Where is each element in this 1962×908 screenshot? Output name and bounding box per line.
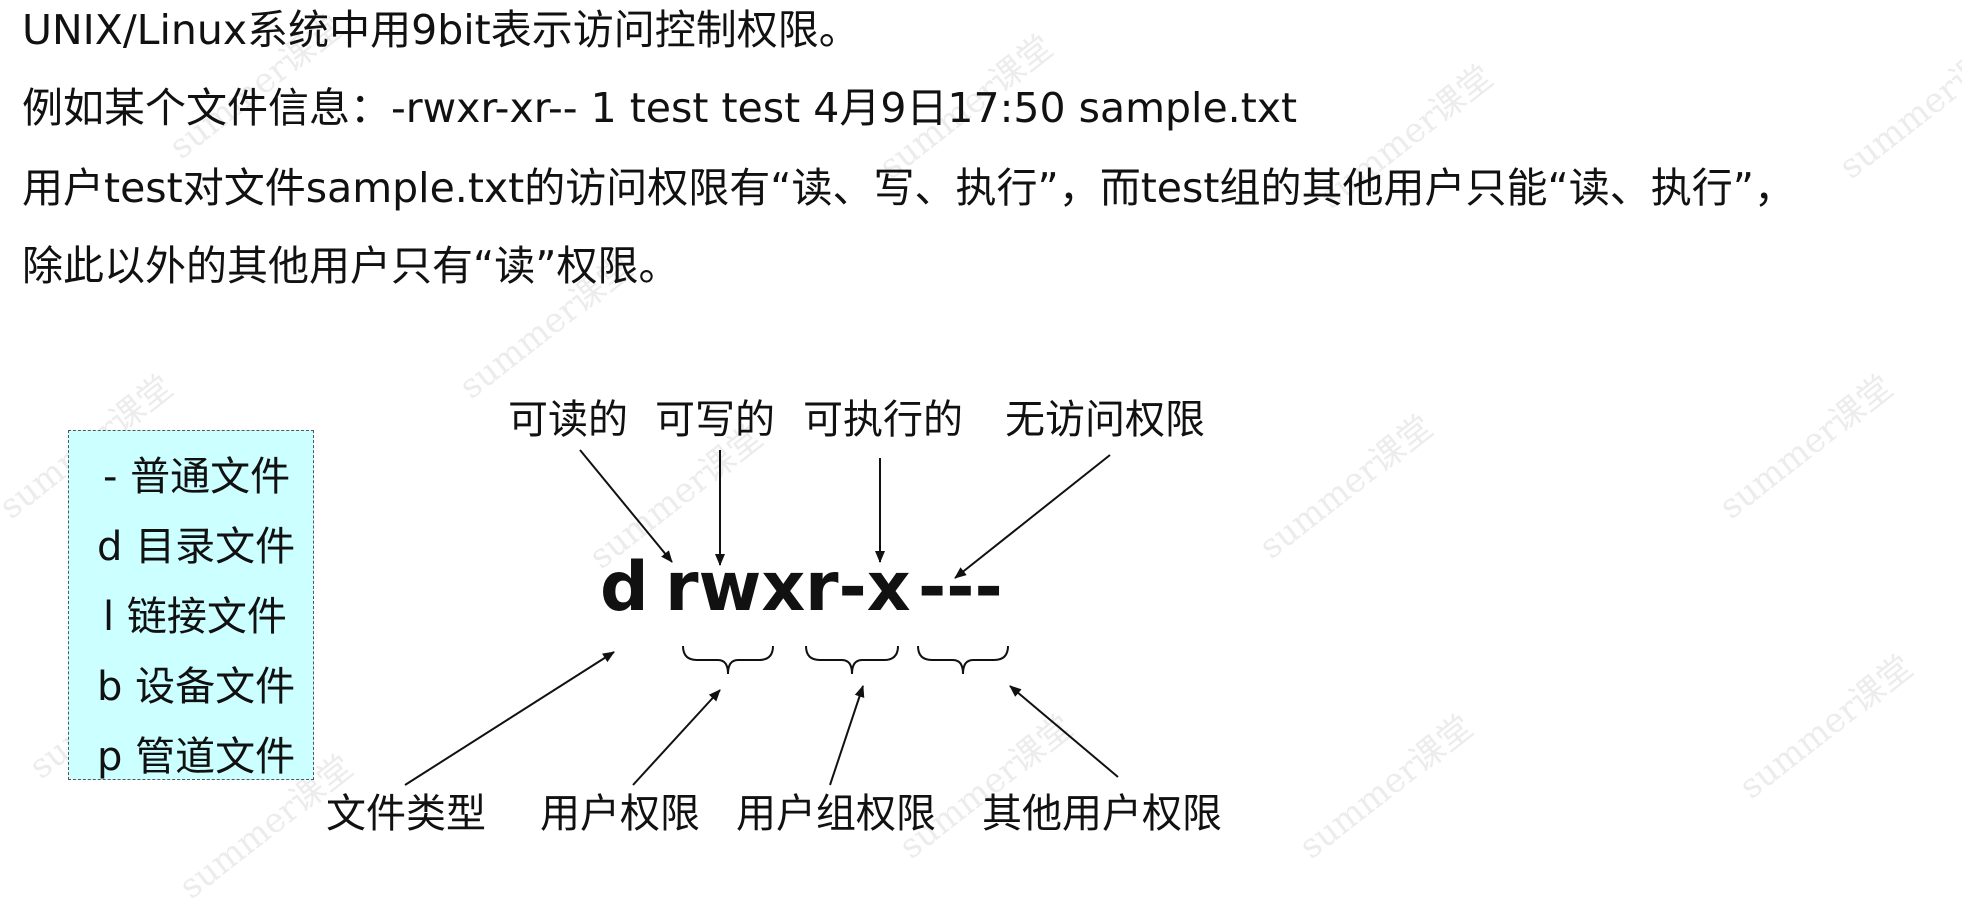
legend-item-directory: d 目录文件	[97, 524, 296, 570]
brace-other	[917, 645, 1009, 675]
perm-user: rwx	[665, 548, 806, 627]
brace-user	[682, 645, 774, 675]
legend-item-pipe: p 管道文件	[97, 734, 296, 780]
perm-file-type: d	[600, 548, 649, 627]
arrow-group-permission	[829, 685, 865, 786]
brace-group	[805, 645, 899, 675]
label-file-type: 文件类型	[326, 791, 486, 837]
intro-line-4: 除此以外的其他用户只有“读”权限。	[22, 242, 680, 290]
arrow-readable	[579, 449, 673, 563]
label-writable: 可写的	[655, 397, 775, 443]
legend-item-device: b 设备文件	[97, 664, 296, 710]
label-group-permission: 用户组权限	[736, 791, 936, 837]
arrow-no-access	[954, 454, 1111, 579]
label-other-permission: 其他用户权限	[982, 791, 1222, 837]
legend-item-regular: - 普通文件	[103, 454, 291, 500]
perm-other: ---	[918, 548, 1003, 627]
annotation-arrows	[404, 449, 1119, 786]
label-user-permission: 用户权限	[540, 791, 700, 837]
file-type-legend: - 普通文件 d 目录文件 l 链接文件 b 设备文件 p 管道文件	[68, 430, 314, 780]
intro-line-2: 例如某个文件信息：-rwxr-xr-- 1 test test 4月9日17:5…	[22, 84, 1298, 132]
legend-item-link: l 链接文件	[103, 594, 287, 640]
label-readable: 可读的	[508, 397, 628, 443]
label-no-access: 无访问权限	[1005, 397, 1205, 443]
arrow-other-permission	[1009, 685, 1119, 778]
intro-line-1: UNIX/Linux系统中用9bit表示访问控制权限。	[22, 6, 860, 54]
intro-line-3: 用户test对文件sample.txt的访问权限有“读、写、执行”，而test组…	[22, 164, 1795, 212]
perm-group: r-x	[805, 548, 911, 627]
arrow-file-type	[404, 651, 615, 786]
arrow-user-permission	[632, 689, 721, 786]
label-executable: 可执行的	[803, 397, 963, 443]
